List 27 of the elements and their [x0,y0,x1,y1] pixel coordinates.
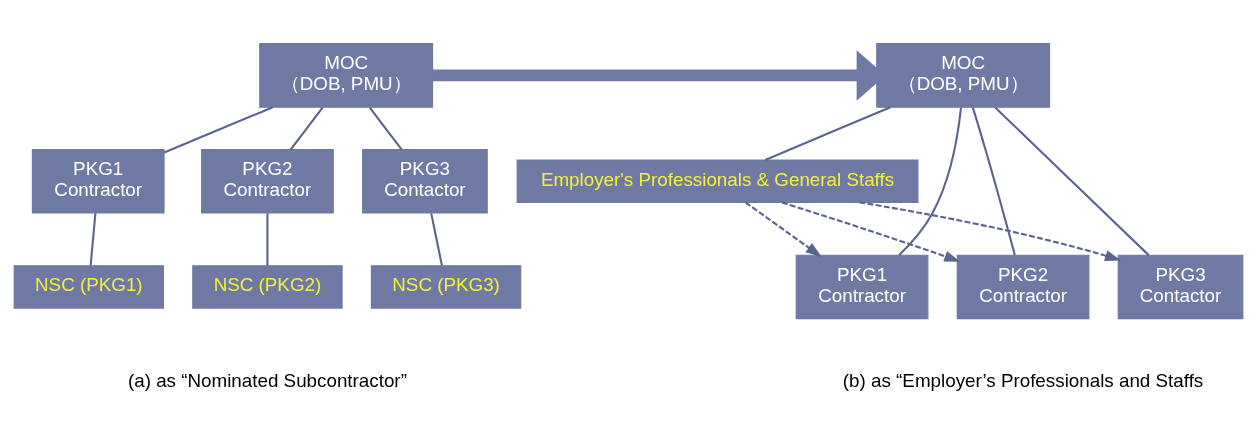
node-box: Employer's Professionals & General Staffs [516,158,919,203]
connector [430,212,443,266]
node-box: PKG3 Contactor [1117,254,1244,319]
node-box: PKG1 Contractor [795,254,929,319]
connector [898,106,963,256]
connector [89,212,97,266]
node-box: NSC (PKG3) [370,264,522,309]
connector [368,106,403,150]
connector [764,105,891,161]
connector [289,106,324,150]
node-box: PKG1 Contractor [31,148,165,213]
node-box: NSC (PKG2) [192,264,343,309]
node-box: PKG2 Contractor [956,254,1090,319]
node-box: MOC （DOB, PMU） [876,42,1051,108]
node-box: PKG2 Contractor [201,148,334,213]
connector [994,106,1150,256]
connector [163,105,274,153]
arrow [781,200,961,262]
connector [971,106,1016,255]
node-box: NSC (PKG1) [13,264,164,309]
label: (b) as “Employer’s Professionals and Staffs [842,369,1204,391]
arrow [745,201,822,257]
connector [266,212,269,266]
node-box: MOC （DOB, PMU） [259,42,434,108]
node-box: PKG3 Contactor [362,148,488,213]
arrow [859,200,1121,261]
label: (a) as “Nominated Subcontractor” [127,369,407,391]
